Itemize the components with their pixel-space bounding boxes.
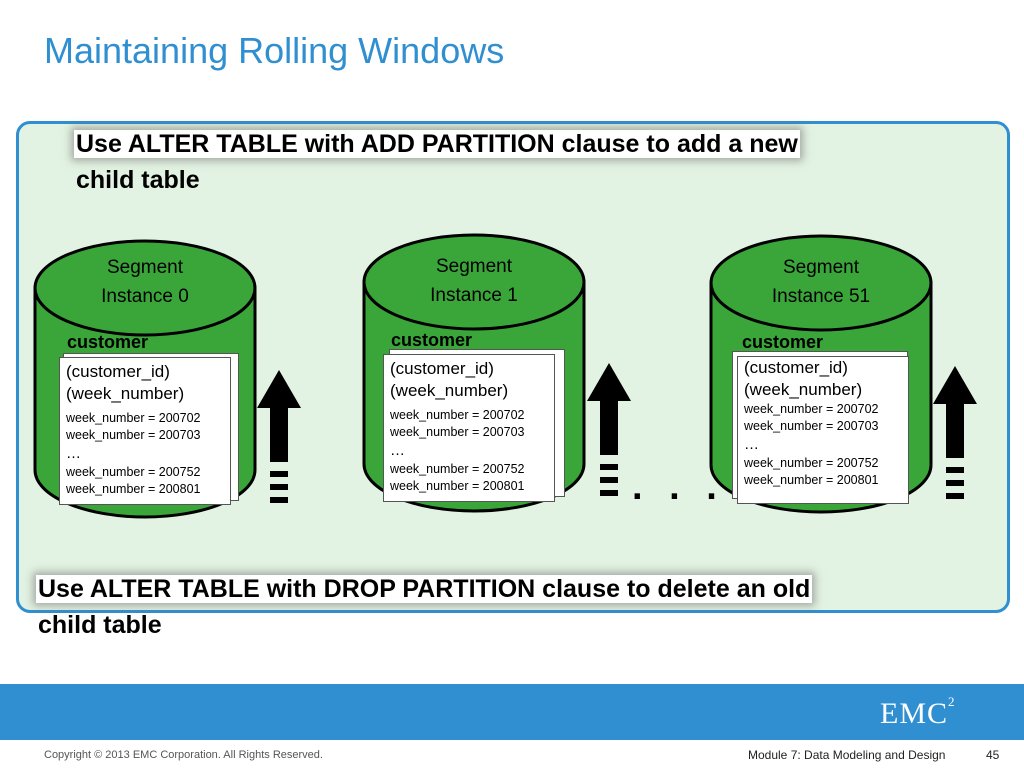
module-title: Module 7: Data Modeling and Design [748, 748, 946, 762]
copyright-text: Copyright © 2013 EMC Corporation. All Ri… [44, 749, 323, 761]
drop-partition-line1: Use ALTER TABLE with DROP PARTITION clau… [36, 575, 813, 603]
up-arrow-icon-1 [587, 363, 631, 496]
table-name-1: customer [391, 330, 473, 350]
add-partition-line2: child table [76, 166, 200, 194]
drop-partition-callout: Use ALTER TABLE with DROP PARTITION clau… [36, 571, 813, 643]
page-number: 45 [986, 748, 1000, 762]
child-table-card-0: (customer_id) (week_number) week_number … [59, 357, 231, 505]
segment-label-1: Segment Instance 1 [430, 256, 518, 306]
add-partition-callout: Use ALTER TABLE with ADD PARTITION claus… [74, 126, 800, 198]
drop-partition-line2: child table [38, 611, 162, 639]
child-table-card-1: (customer_id) (week_number) week_number … [383, 354, 555, 502]
table-name-0: customer [67, 332, 149, 352]
table-name-51: customer [742, 332, 824, 352]
emc-logo: EMC2 [880, 694, 956, 730]
up-arrow-icon-51 [933, 366, 977, 499]
up-arrow-icon-0 [257, 370, 301, 503]
slide-title: Maintaining Rolling Windows [44, 30, 505, 71]
segment-label-0: Segment Instance 0 [101, 257, 189, 307]
child-table-card-51: (customer_id) (week_number) week_number … [737, 356, 909, 504]
more-segments-ellipsis: . . . [632, 466, 725, 508]
footer-bar [0, 684, 1024, 740]
add-partition-line1: Use ALTER TABLE with ADD PARTITION claus… [74, 130, 800, 158]
segment-label-51: Segment Instance 51 [771, 257, 871, 307]
